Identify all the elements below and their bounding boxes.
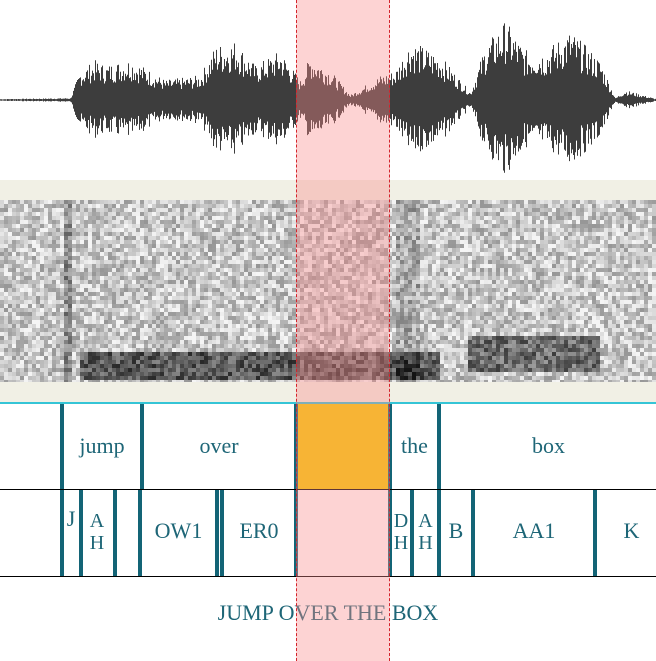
phone-boundary[interactable]: [593, 490, 597, 576]
word-boundary[interactable]: [388, 404, 392, 490]
word-boundary[interactable]: [60, 404, 64, 490]
phone-boundary[interactable]: [388, 490, 392, 576]
word-label-jump: jump: [79, 433, 125, 458]
phone-label-K: K: [623, 518, 640, 543]
phone-label-ER0: ER0: [239, 518, 279, 543]
spectrogram-tier-gap: [0, 382, 656, 402]
phone-boundary[interactable]: [79, 490, 83, 576]
word-label-box: box: [532, 433, 565, 458]
word-boundary[interactable]: [437, 404, 441, 490]
phone-boundary[interactable]: [437, 490, 441, 576]
spectrogram[interactable]: [0, 200, 656, 382]
phone-boundary[interactable]: [215, 490, 219, 576]
phone-label-J: J: [66, 506, 76, 531]
phone-boundary[interactable]: [410, 490, 414, 576]
word-boundary[interactable]: [294, 404, 298, 490]
phone-tier-bottom-border: [0, 576, 656, 577]
phone-boundary[interactable]: [60, 490, 64, 576]
phone-boundary[interactable]: [138, 490, 142, 576]
phone-boundary[interactable]: [294, 490, 298, 576]
waveform-spectrogram-gap: [0, 180, 656, 200]
word-label-the: the: [401, 433, 428, 458]
phone-label-B: B: [448, 518, 464, 543]
word-boundary[interactable]: [140, 404, 144, 490]
selected-word-interval[interactable]: [297, 404, 389, 489]
word-tier[interactable]: jump over the box: [0, 404, 656, 490]
tier-top-divider: [0, 402, 656, 404]
phone-boundary[interactable]: [113, 490, 117, 576]
word-tier-bottom-border: [0, 489, 656, 490]
phone-boundary[interactable]: [220, 490, 224, 576]
waveform[interactable]: [0, 0, 656, 180]
phone-label-OW1: OW1: [154, 518, 203, 543]
phone-boundary[interactable]: [471, 490, 475, 576]
word-label-over: over: [199, 433, 239, 458]
transcript-text: JUMP OVER THE BOX: [217, 600, 439, 625]
phone-label-AA1: AA1: [512, 518, 556, 543]
